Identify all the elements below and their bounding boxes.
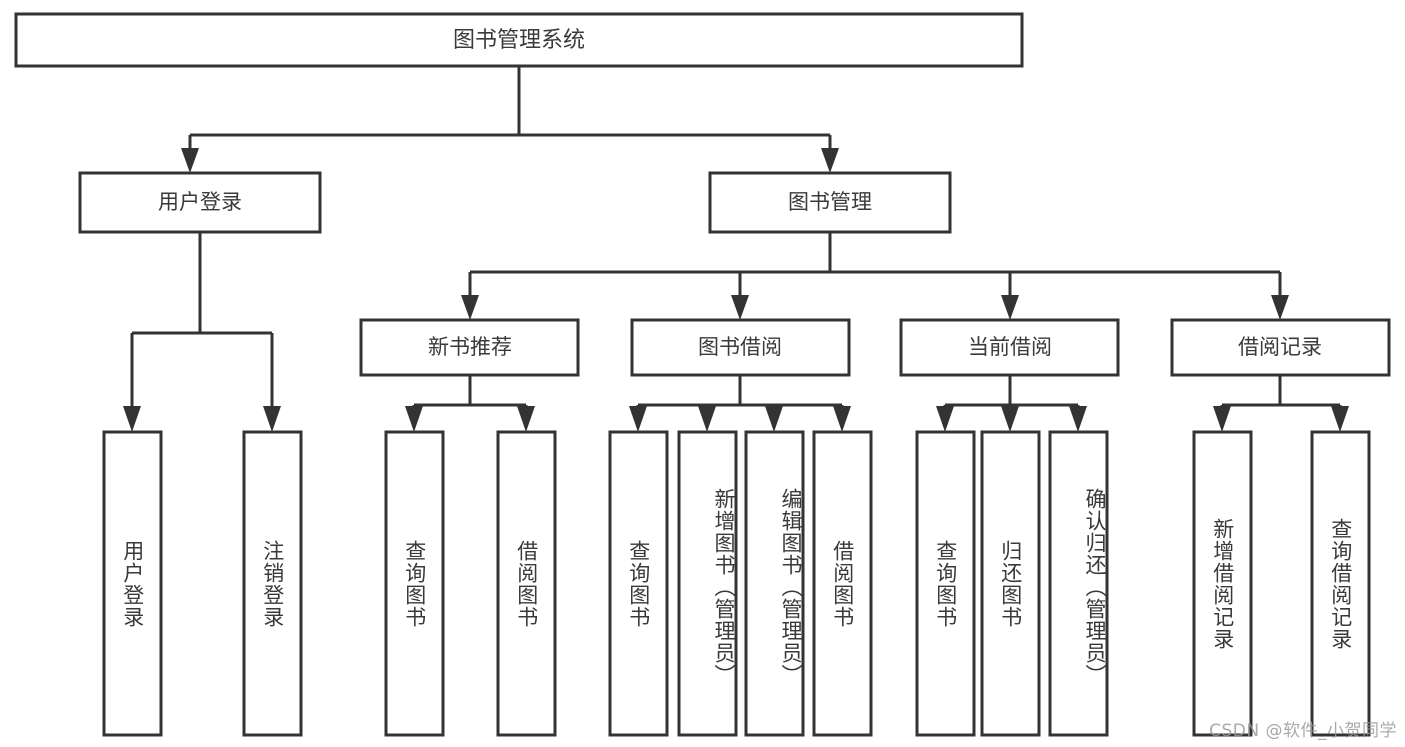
arrow-leaf-user-login-2 xyxy=(263,406,281,432)
node-leaf-new-book-1-box[interactable] xyxy=(384,430,445,737)
node-current-borrow-label: 当前借阅 xyxy=(968,335,1052,359)
node-book-borrow-box[interactable] xyxy=(630,318,851,377)
node-new-book-rec[interactable]: 新书推荐 xyxy=(359,318,580,377)
node-book-manage-box[interactable] xyxy=(708,171,952,234)
node-borrow-record[interactable]: 借阅记录 xyxy=(1170,318,1391,377)
arrow-leaf-user-login-1 xyxy=(123,406,141,432)
node-current-borrow[interactable]: 当前借阅 xyxy=(899,318,1120,377)
arrow-to-user-login xyxy=(181,148,199,173)
csdn-watermark: CSDN @软件_小贺同学 xyxy=(1209,721,1397,741)
node-leaf-borrow-2-box[interactable] xyxy=(677,430,738,737)
node-leaf-record-2-box[interactable] xyxy=(1310,430,1371,737)
node-borrow-record-box[interactable] xyxy=(1170,318,1391,377)
arrow-leaf-borrow-4 xyxy=(833,406,851,432)
arrow-leaf-current-1 xyxy=(936,406,954,432)
arrow-leaf-record-1 xyxy=(1213,406,1231,432)
arrow-leaf-current-3 xyxy=(1069,406,1087,432)
node-leaf-user-login-2-box[interactable] xyxy=(242,430,303,737)
node-root-label: 图书管理系统 xyxy=(453,28,585,53)
arrow-leaf-new-book-1 xyxy=(405,406,423,432)
arrow-leaf-borrow-3 xyxy=(765,406,783,432)
node-user-login[interactable]: 用户登录 xyxy=(78,171,322,234)
node-current-borrow-box[interactable] xyxy=(899,318,1120,377)
node-leaf-new-book-2-box[interactable] xyxy=(496,430,557,737)
arrow-to-borrow-record xyxy=(1271,295,1289,320)
node-user-login-box[interactable] xyxy=(78,171,322,234)
node-leaf-borrow-4-box[interactable] xyxy=(812,430,873,737)
node-leaf-borrow-3-box[interactable] xyxy=(744,430,805,737)
node-book-borrow-label: 图书借阅 xyxy=(698,335,782,359)
arrow-leaf-borrow-2 xyxy=(698,406,716,432)
node-root-box[interactable] xyxy=(14,12,1024,68)
arrow-leaf-current-2 xyxy=(1001,406,1019,432)
node-leaf-user-login-1-box[interactable] xyxy=(102,430,163,737)
node-leaf-record-1-box[interactable] xyxy=(1192,430,1253,737)
node-book-manage[interactable]: 图书管理 xyxy=(708,171,952,234)
arrow-leaf-borrow-1 xyxy=(629,406,647,432)
node-book-borrow[interactable]: 图书借阅 xyxy=(630,318,851,377)
node-book-manage-label: 图书管理 xyxy=(788,190,872,214)
node-user-login-label: 用户登录 xyxy=(158,190,242,214)
node-leaf-current-3-box[interactable] xyxy=(1048,430,1109,737)
node-root[interactable]: 图书管理系统 xyxy=(14,12,1024,68)
arrow-to-current-borrow xyxy=(1001,295,1019,320)
arrow-leaf-new-book-2 xyxy=(517,406,535,432)
arrow-to-new-book-rec xyxy=(461,295,479,320)
node-leaf-borrow-1-box[interactable] xyxy=(608,430,669,737)
node-new-book-rec-label: 新书推荐 xyxy=(428,335,512,359)
connector-group xyxy=(123,66,1349,432)
arrow-leaf-record-2 xyxy=(1331,406,1349,432)
node-leaf-current-2-box[interactable] xyxy=(980,430,1041,737)
node-borrow-record-label: 借阅记录 xyxy=(1238,335,1322,359)
arrow-to-book-borrow xyxy=(731,295,749,320)
node-leaf-current-1-box[interactable] xyxy=(915,430,976,737)
arrow-to-book-manage xyxy=(821,148,839,173)
node-new-book-rec-box[interactable] xyxy=(359,318,580,377)
